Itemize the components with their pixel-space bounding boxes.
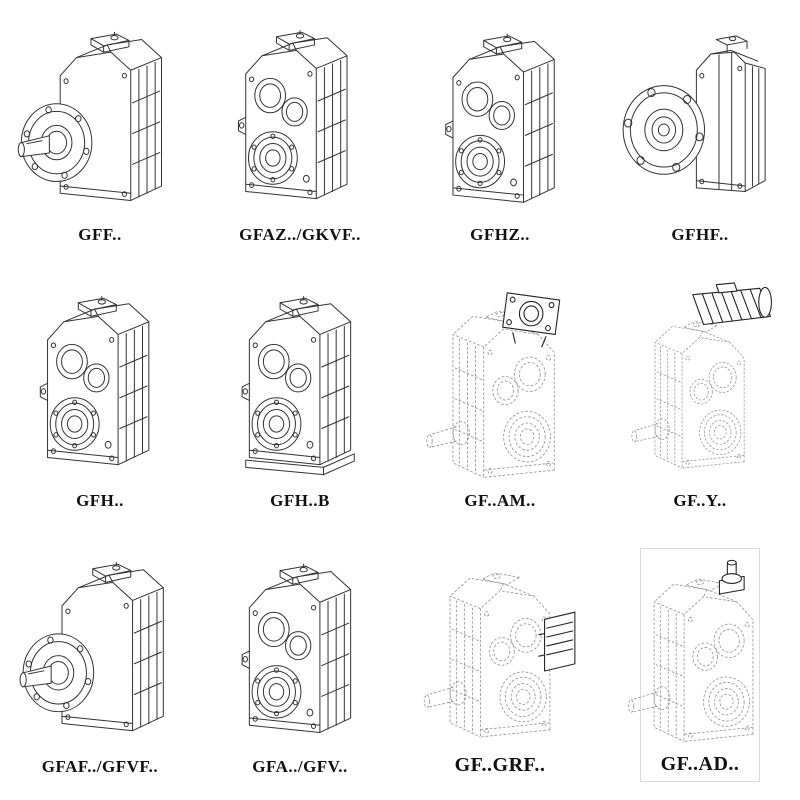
output-flange-shaft	[19, 633, 95, 713]
product-label: GFHF..	[671, 225, 729, 244]
phantom-gearbox-housing	[628, 578, 754, 742]
product-cell-gfhz: GFHZ..	[440, 16, 560, 250]
product-label: GFAZ../GKVF..	[239, 225, 361, 244]
gfa-gfv-gearbox-drawing	[241, 563, 352, 733]
gf-y-gearbox-drawing	[631, 282, 772, 469]
product-label: GFF..	[78, 225, 122, 244]
gf-am-gearbox-drawing	[426, 292, 561, 478]
product-label: GFHZ..	[470, 225, 530, 244]
gfhf-gearbox-drawing	[622, 35, 766, 192]
product-cell-gf-grf: GF..GRF..	[423, 548, 576, 782]
gfaz-gkvf-gearbox-drawing	[238, 29, 348, 200]
gff-gearbox-drawing	[17, 31, 162, 201]
phantom-gearbox-housing	[423, 572, 551, 738]
product-label: GF..AM..	[464, 491, 536, 510]
product-cell-gfa-gfv: GFA../GFV..	[240, 548, 360, 782]
product-cell-gfaz-gkvf: GFAZ../GKVF..	[238, 16, 361, 250]
product-label: GF..AD..	[660, 753, 740, 775]
product-label: GFH..B	[270, 491, 330, 510]
gf-grf-gearbox-drawing	[423, 572, 576, 738]
gfhz-gearbox-drawing	[445, 33, 555, 203]
flange-front-gearbox	[622, 35, 766, 192]
product-cell-gfaf-gfvf: GFAF../GFVF..	[19, 548, 164, 782]
gf-ad-gearbox-drawing	[628, 559, 754, 742]
input-shaft-adapter	[718, 559, 745, 595]
product-cell-gfh: GFH..	[39, 282, 160, 516]
electric-motor	[692, 282, 772, 326]
product-label: GF..GRF..	[454, 754, 546, 776]
product-cell-gf-ad: GF..AD..	[628, 548, 760, 782]
output-flange-shaft	[17, 103, 93, 182]
product-label: GFA../GFV..	[252, 757, 348, 776]
product-label: GFAF../GFVF..	[41, 757, 159, 776]
phantom-gearbox-housing	[631, 321, 745, 469]
gfh-b-gearbox-drawing	[241, 295, 355, 476]
product-cell-gfh-b: GFH..B	[240, 282, 360, 516]
product-cell-gf-am: GF..AM..	[426, 282, 561, 516]
product-cell-gf-y: GF..Y..	[631, 282, 772, 516]
phantom-gearbox-housing	[426, 310, 555, 478]
product-cell-gfhf: GFHF..	[622, 16, 766, 250]
gfh-gearbox-drawing	[39, 295, 150, 466]
product-label: GFH..	[76, 491, 124, 510]
gfaf-gfvf-gearbox-drawing	[19, 561, 164, 732]
product-label: GF..Y..	[673, 491, 727, 510]
product-cell-gff: GFF..	[17, 16, 162, 250]
